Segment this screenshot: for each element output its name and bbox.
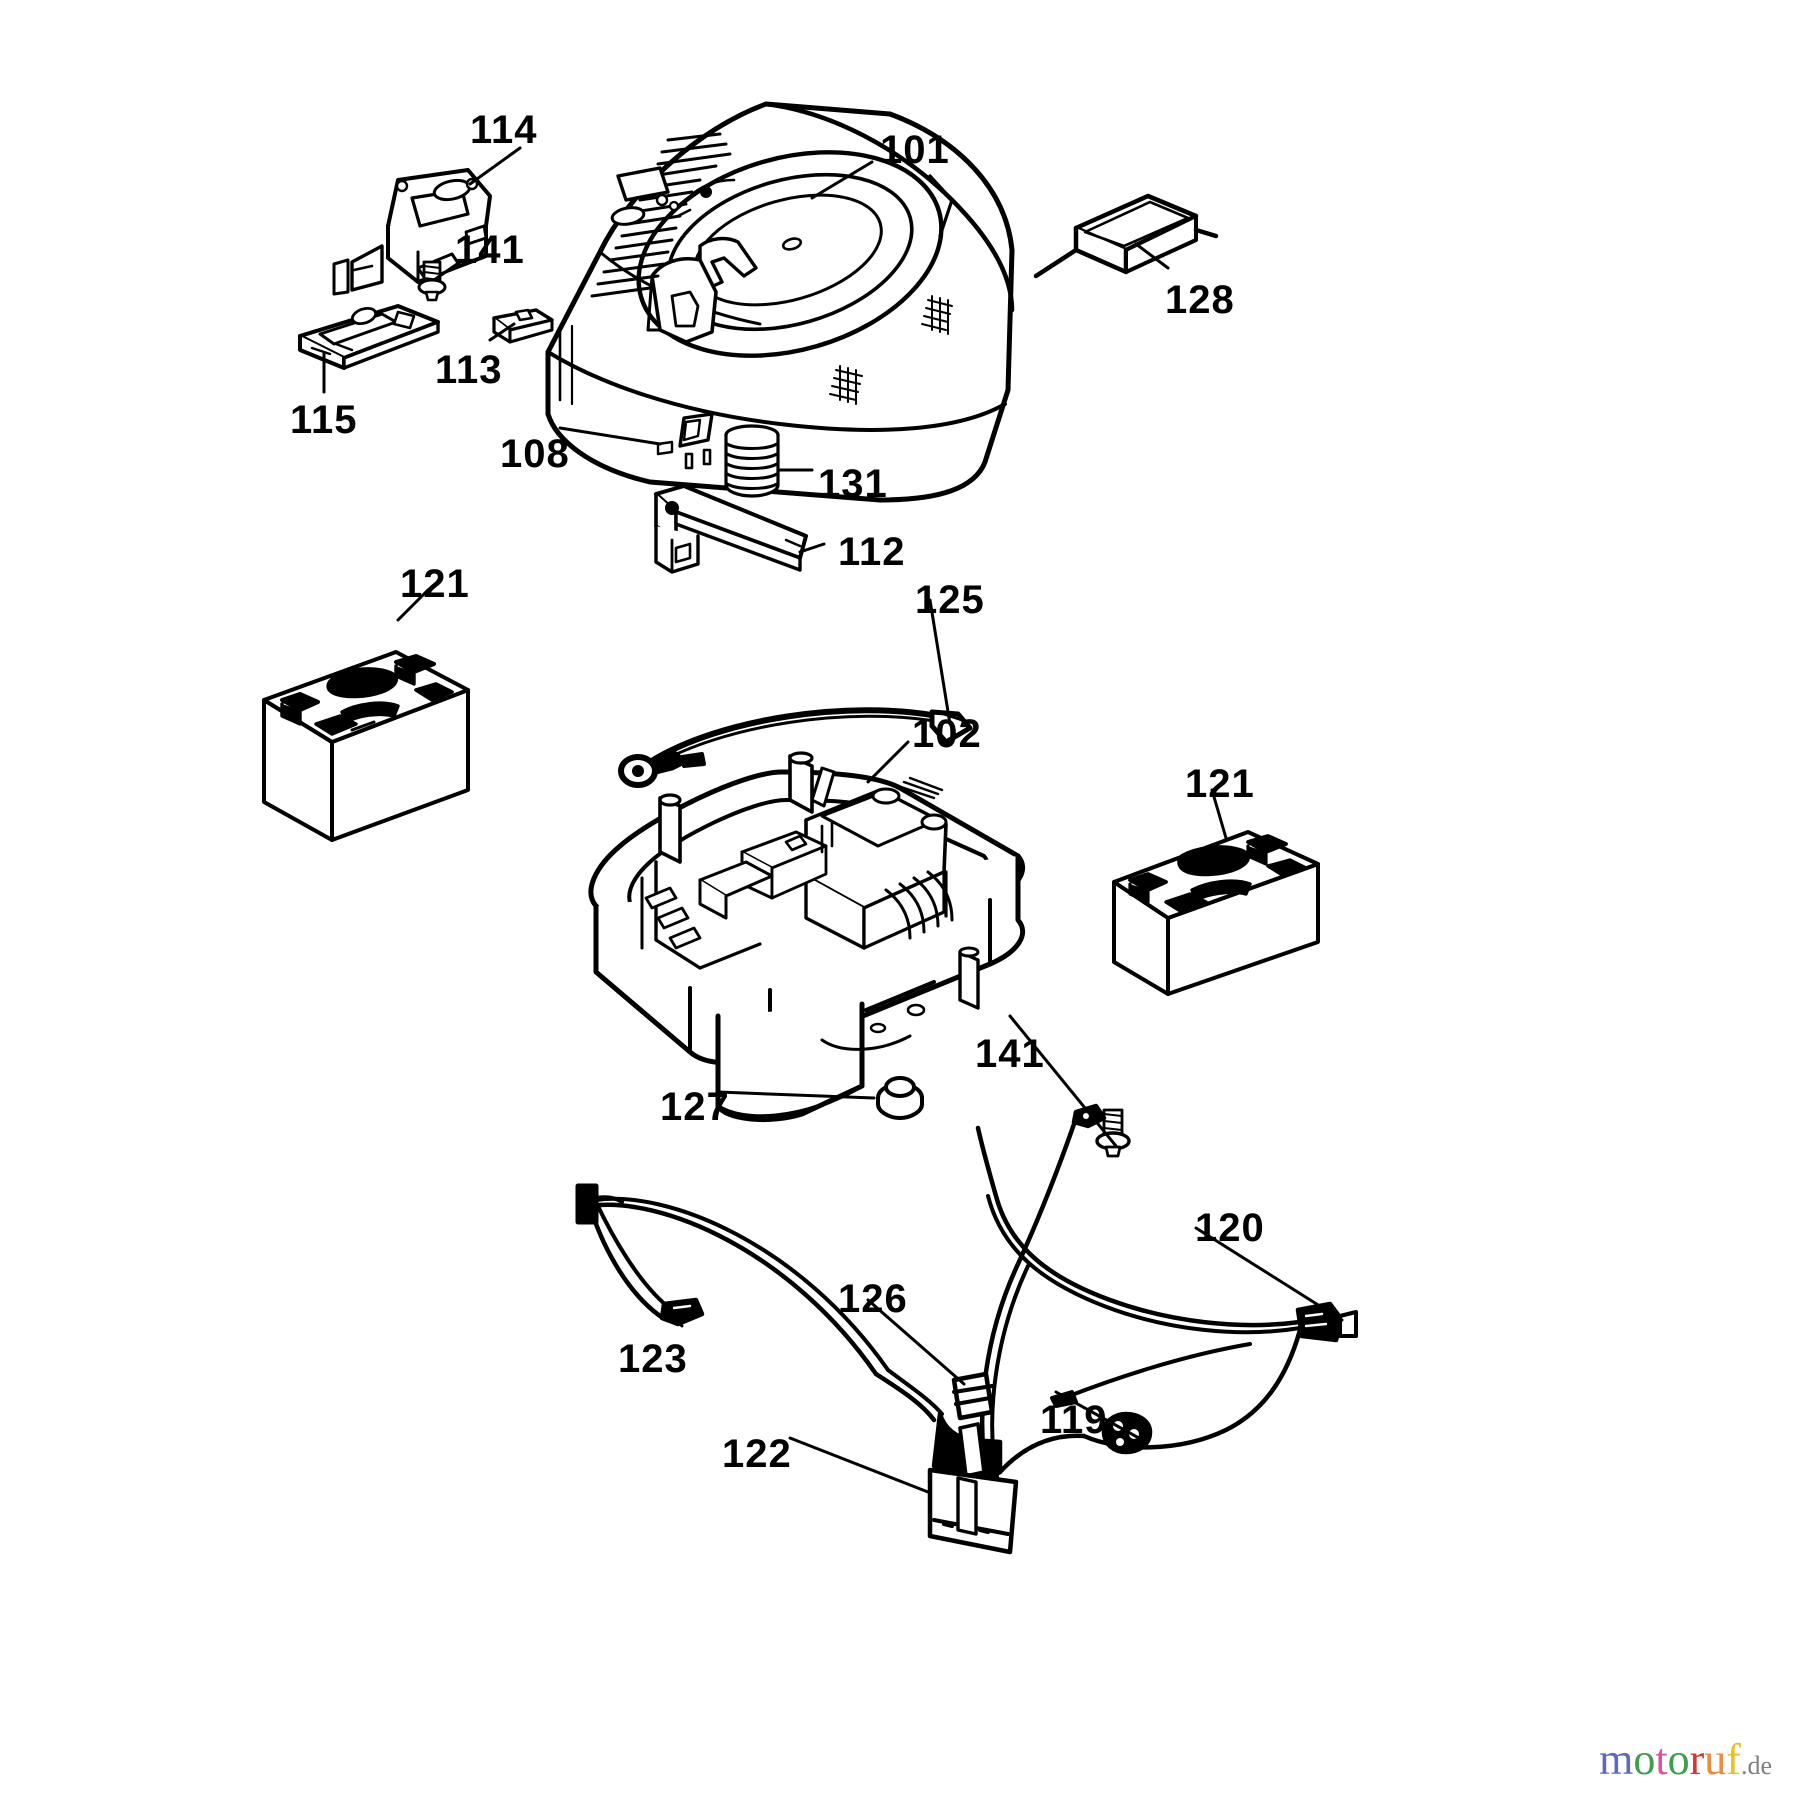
callout-121-left: 121 — [400, 562, 470, 606]
part-141-screw-lower — [1095, 1108, 1131, 1158]
callout-127: 127 — [660, 1085, 730, 1129]
part-123-ground-wire — [575, 1183, 890, 1377]
callout-112: 112 — [838, 530, 906, 574]
part-112-lever-bracket — [654, 484, 808, 574]
callout-120: 120 — [1195, 1206, 1265, 1250]
part-102-battery-tray — [588, 751, 1026, 1123]
watermark-letter: f — [1726, 1735, 1741, 1784]
part-128-module-box — [1033, 193, 1219, 279]
part-131-spring — [724, 424, 780, 498]
callout-128: 128 — [1165, 278, 1235, 322]
part-121-battery-left — [262, 650, 470, 842]
callout-119: 119 — [1040, 1398, 1108, 1442]
callout-141-upper: 141 — [455, 228, 525, 272]
part-harness — [873, 1103, 1358, 1555]
callout-126: 126 — [838, 1277, 908, 1321]
callout-114: 114 — [470, 108, 538, 152]
watermark-tld: .de — [1740, 1751, 1772, 1780]
watermark-letter: o — [1667, 1735, 1690, 1784]
part-141-screw-upper — [417, 260, 447, 302]
callout-108: 108 — [500, 432, 570, 476]
part-108-rocker-switch — [656, 412, 734, 470]
callout-141-lower: 141 — [975, 1032, 1045, 1076]
watermark-letter: r — [1689, 1735, 1705, 1784]
watermark-letter: u — [1704, 1735, 1727, 1784]
part-125-battery-cable — [618, 707, 973, 788]
callout-113: 113 — [435, 348, 503, 392]
callout-115: 115 — [290, 398, 358, 442]
watermark-letter: o — [1633, 1735, 1656, 1784]
callout-122: 122 — [722, 1432, 792, 1476]
part-127-grommet — [876, 1076, 924, 1120]
callout-125: 125 — [915, 578, 985, 622]
callout-123: 123 — [618, 1337, 688, 1381]
motoruf-watermark: motoruf.de — [1599, 1738, 1772, 1782]
part-121-battery-right — [1112, 830, 1320, 996]
callout-121-right: 121 — [1185, 762, 1255, 806]
part-113-clip — [492, 308, 554, 344]
leader-lines — [322, 146, 1344, 1494]
part-115-switch-plate — [298, 304, 440, 370]
callout-102: 102 — [912, 712, 982, 756]
watermark-letter: m — [1599, 1735, 1634, 1784]
watermark-letter: t — [1655, 1735, 1668, 1784]
callout-131: 131 — [818, 462, 888, 506]
callout-101: 101 — [880, 128, 950, 172]
